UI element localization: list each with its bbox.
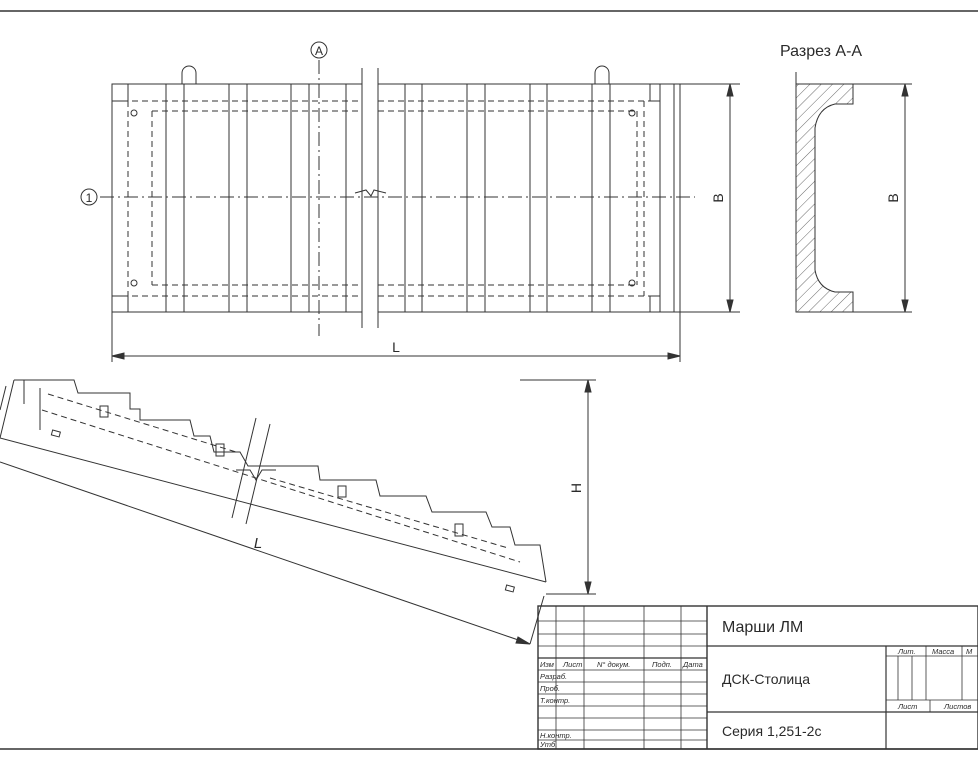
row-checked: Проб. (540, 684, 560, 693)
plan-dim-length-label: L (392, 339, 400, 355)
section-view (795, 72, 912, 313)
elevation-dim-height-label: H (568, 483, 584, 493)
plan-view (80, 41, 740, 362)
plan-dim-width (680, 83, 740, 313)
axis-a-label: A (315, 44, 323, 58)
axis-1-marker (80, 188, 98, 206)
drawing-title: Марши ЛМ (722, 619, 803, 636)
series-label: Серия 1,251-2с (722, 723, 821, 739)
elevation-view (0, 379, 596, 645)
organization-name: ДСК-Столица (722, 671, 810, 687)
col-date: Дата (682, 660, 703, 669)
plan-dim-length (111, 312, 681, 362)
elevation-soffit (0, 379, 15, 439)
row-developed: Разраб. (540, 672, 567, 681)
row-norm-control: Н.контр. (540, 731, 572, 740)
header-sheets: Листов (943, 702, 971, 711)
header-mass: Масса (932, 647, 954, 656)
header-scale: М (966, 647, 973, 656)
axis-a-marker (310, 41, 328, 59)
col-izm: Изм (540, 660, 554, 669)
plan-step-lines (165, 84, 611, 312)
header-sheet: Лист (897, 702, 917, 711)
section-profile (795, 83, 854, 313)
lifting-loop-left (181, 65, 197, 84)
header-lit: Лит. (897, 647, 916, 656)
plan-break (354, 68, 387, 328)
row-approved: Утб. (539, 740, 557, 749)
row-tech-control: Т.контр. (540, 696, 570, 705)
col-list: Лист (562, 660, 582, 669)
col-doc-no: N° докум. (597, 660, 630, 669)
elevation-dim-length-label: L (254, 535, 262, 552)
title-block (537, 605, 978, 750)
section-dim-width-label: B (885, 193, 901, 202)
plan-outline-right (378, 83, 681, 313)
sheet-frame (0, 10, 978, 750)
section-title: Разрез А-А (780, 43, 862, 60)
lifting-loop-right (594, 65, 610, 84)
elevation-steps (14, 379, 547, 583)
plan-dim-width-label: B (710, 193, 726, 202)
axis-1-label: 1 (86, 191, 93, 205)
plan-outline-left (111, 83, 362, 313)
col-sign: Подп. (652, 660, 672, 669)
